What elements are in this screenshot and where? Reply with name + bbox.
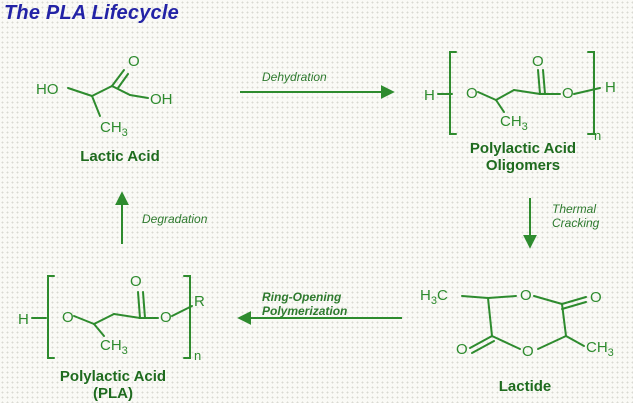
lactide-h3c: H3C [420, 287, 448, 307]
pla-h: H [18, 311, 29, 328]
olig-n-subscript: n [594, 128, 601, 143]
step-ring-opening-line1: Ring-Opening [262, 290, 342, 304]
la-ch3-label: CH3 [100, 119, 128, 139]
olig-h-right: H [605, 79, 616, 96]
la-oh-label: OH [150, 91, 173, 108]
pla-r: R [194, 293, 205, 310]
oligomers-structure: H O O O H CH3 n [424, 51, 616, 143]
pla-caption: Polylactic Acid (PLA) [28, 368, 198, 402]
step-ring-opening-line2: Polymerization [262, 304, 348, 318]
lactide-o-right: O [590, 289, 602, 306]
lactide-o-bottom: O [522, 343, 534, 360]
step-thermal-line2: Cracking [552, 216, 600, 230]
olig-ch3: CH3 [500, 113, 528, 133]
la-o-label: O [128, 53, 140, 70]
lactide-o-top: O [520, 287, 532, 304]
step-thermal-cracking: Thermal Cracking [552, 202, 599, 230]
step-degradation: Degradation [142, 212, 208, 226]
lactide-o-left: O [456, 341, 468, 358]
olig-o-ring: O [466, 85, 478, 102]
pla-caption-line2: (PLA) [93, 385, 133, 402]
olig-o-right: O [562, 85, 574, 102]
olig-h-left: H [424, 87, 435, 104]
step-ring-opening: Ring-Opening Polymerization [262, 290, 347, 318]
step-dehydration: Dehydration [262, 70, 327, 84]
pla-o-top: O [130, 273, 142, 290]
pla-o-right: O [160, 309, 172, 326]
pla-caption-line1: Polylactic Acid [59, 368, 167, 385]
la-ho-label: HO [36, 81, 59, 98]
step-thermal-line1: Thermal [552, 202, 597, 216]
lactide-ch3: CH3 [586, 339, 614, 359]
lactic-acid-caption: Lactic Acid [80, 148, 160, 165]
oligomers-caption-line1: Polylactic Acid [469, 140, 577, 157]
oligomers-caption: Polylactic Acid Oligomers [438, 140, 608, 174]
pla-ch3: CH3 [100, 337, 128, 357]
lactide-caption: Lactide [498, 378, 552, 395]
lactide-structure: H3C O O O O CH3 [420, 287, 614, 360]
olig-o-top: O [532, 53, 544, 70]
pla-o-left: O [62, 309, 74, 326]
diagram-title: The PLA Lifecycle [4, 2, 179, 24]
oligomers-caption-line2: Oligomers [485, 157, 561, 174]
lactic-acid-structure: HO O OH CH3 [36, 53, 173, 139]
pla-n-subscript: n [194, 348, 201, 363]
pla-structure: H O O O R CH3 n [18, 273, 205, 363]
